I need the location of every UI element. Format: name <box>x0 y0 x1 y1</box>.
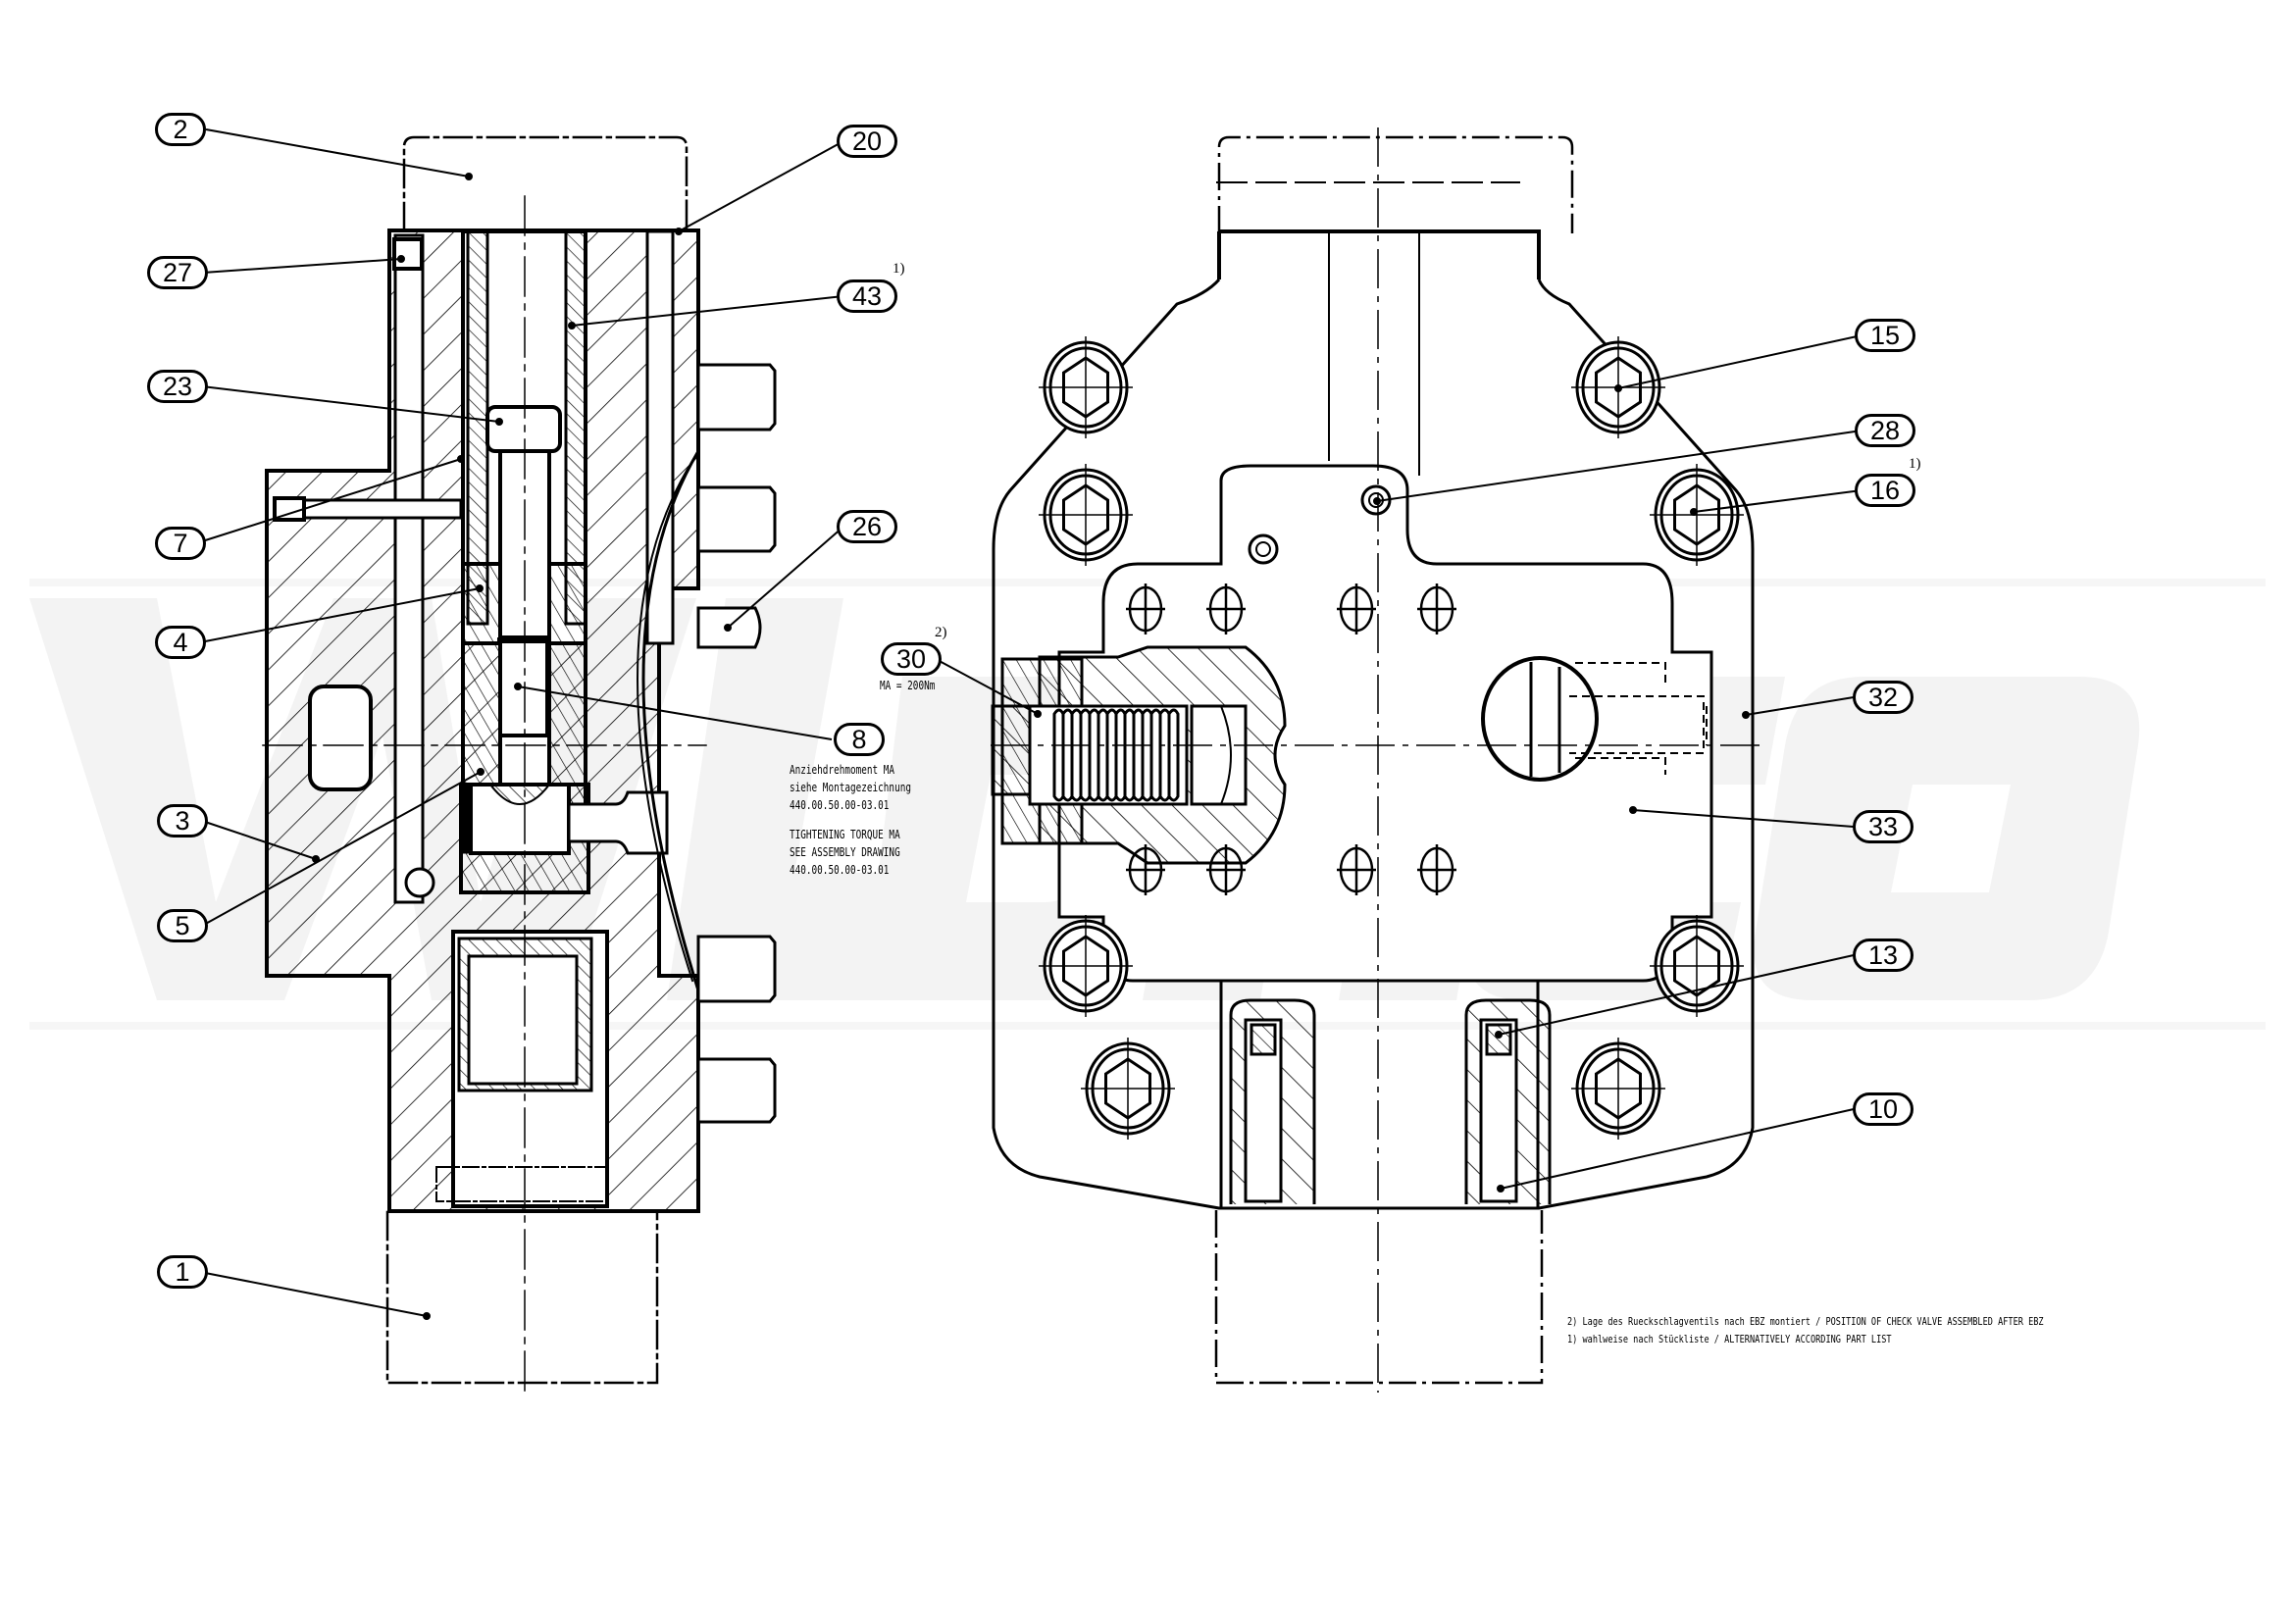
note-line: Anziehdrehmoment MA <box>790 763 895 777</box>
hole-icon <box>1206 584 1246 634</box>
note-line: 440.00.50.00-03.01 <box>790 798 890 812</box>
balloon-part-30[interactable]: 30 <box>881 642 942 676</box>
balloon-part-20[interactable]: 20 <box>837 125 897 158</box>
balloon-part-27[interactable]: 27 <box>147 256 208 289</box>
note-line: siehe Montagezeichnung <box>790 781 911 794</box>
leader-lines <box>198 128 1862 1320</box>
balloon-part-2[interactable]: 2 <box>155 113 206 146</box>
balloon-part-32[interactable]: 32 <box>1853 681 1913 714</box>
hole-icon <box>1417 844 1456 895</box>
balloon-part-26[interactable]: 26 <box>837 510 897 543</box>
balloon-part-8[interactable]: 8 <box>834 723 885 756</box>
bolt-head-icon <box>1039 915 1133 1017</box>
note-line: SEE ASSEMBLY DRAWING <box>790 845 900 859</box>
footnote-ref-30: 2) <box>935 625 947 640</box>
mounting-holes <box>1126 584 1456 895</box>
plan-view-right <box>991 127 1765 1393</box>
balloon-part-5[interactable]: 5 <box>157 909 208 942</box>
phantom-part-2 <box>402 135 689 232</box>
lower-valves <box>1229 998 1552 1204</box>
hole-icon <box>1126 584 1165 634</box>
spring <box>1052 708 1180 802</box>
section-view-left <box>262 135 777 1394</box>
bolt-head-icon <box>1039 464 1133 566</box>
studs <box>696 363 777 1124</box>
hole-icon <box>1337 844 1376 895</box>
footnote-ref-43: 1) <box>893 261 905 277</box>
balloon-part-16[interactable]: 16 <box>1855 474 1915 507</box>
balloon-part-1[interactable]: 1 <box>157 1255 208 1289</box>
bolt-head-icon <box>1650 464 1744 566</box>
footnote-1: 1) wahlweise nach Stückliste / ALTERNATI… <box>1567 1333 1892 1345</box>
valve-body-outline <box>992 278 1755 1210</box>
balloon-part-33[interactable]: 33 <box>1853 810 1913 843</box>
footnotes: 2) Lage des Rueckschlagventils nach EBZ … <box>1567 1313 2178 1348</box>
bolt-head-icon <box>1039 336 1133 438</box>
note-line: 440.00.50.00-03.01 <box>790 863 890 877</box>
bolt-head-icon <box>1571 1038 1665 1140</box>
balloon-part-7[interactable]: 7 <box>155 527 206 560</box>
balloon-part-23[interactable]: 23 <box>147 370 208 403</box>
bolt-head-icon <box>1081 1038 1175 1140</box>
balloon-part-3[interactable]: 3 <box>157 804 208 837</box>
balloon-part-4[interactable]: 4 <box>155 626 206 659</box>
balloon-part-10[interactable]: 10 <box>1853 1092 1913 1126</box>
torque-note-english: TIGHTENING TORQUE MA SEE ASSEMBLY DRAWIN… <box>790 826 932 879</box>
balloon-part-28[interactable]: 28 <box>1855 414 1915 447</box>
note-line: TIGHTENING TORQUE MA <box>790 828 900 841</box>
footnote-ref-16: 1) <box>1909 456 1921 472</box>
balloon-part-43[interactable]: 43 <box>837 279 897 313</box>
balloon-part-15[interactable]: 15 <box>1855 319 1915 352</box>
hole-icon <box>1337 584 1376 634</box>
balloon-part-13[interactable]: 13 <box>1853 939 1913 972</box>
footnote-2: 2) Lage des Rueckschlagventils nach EBZ … <box>1567 1315 2044 1328</box>
torque-label-30: MA = 200Nm <box>880 679 936 692</box>
torque-note-german: Anziehdrehmoment MA siehe Montagezeichnu… <box>790 761 945 814</box>
phantom-part-1 <box>385 1210 659 1385</box>
hole-icon <box>1417 584 1456 634</box>
